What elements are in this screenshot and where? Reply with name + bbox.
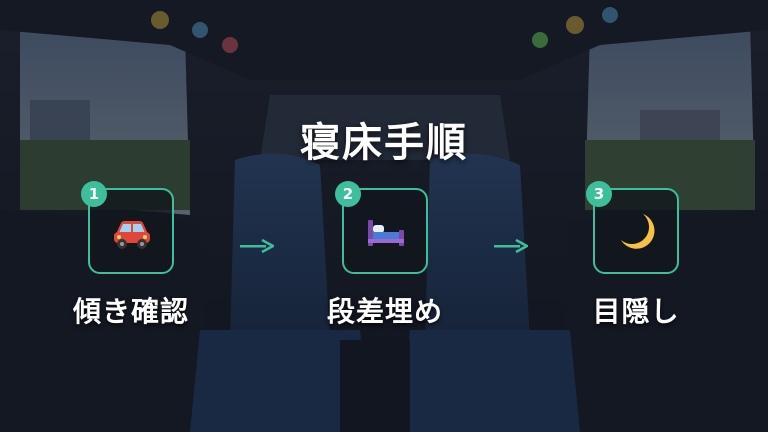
crescent-moon-icon [621, 214, 655, 249]
step-1: 1 傾き確認 [11, 181, 251, 330]
arrow-right-icon [494, 239, 528, 253]
step-number-badge: 3 [586, 181, 612, 207]
car-icon [114, 221, 150, 249]
step-card: 1 [81, 181, 174, 274]
step-3: 3 目隠し [516, 181, 756, 330]
bed-icon [368, 220, 404, 246]
step-card: 3 [586, 181, 679, 274]
step-label: 傾き確認 [72, 295, 189, 328]
arrow-right-icon [240, 239, 274, 253]
page-title: 寝床手順 [300, 120, 468, 166]
step-number-badge: 1 [81, 181, 107, 207]
step-label: 段差埋め [326, 295, 443, 328]
step-2: 2 段差埋め [265, 181, 505, 330]
step-label: 目隠し [592, 295, 680, 328]
step-card: 2 [335, 181, 428, 274]
step-number-badge: 2 [335, 181, 361, 207]
